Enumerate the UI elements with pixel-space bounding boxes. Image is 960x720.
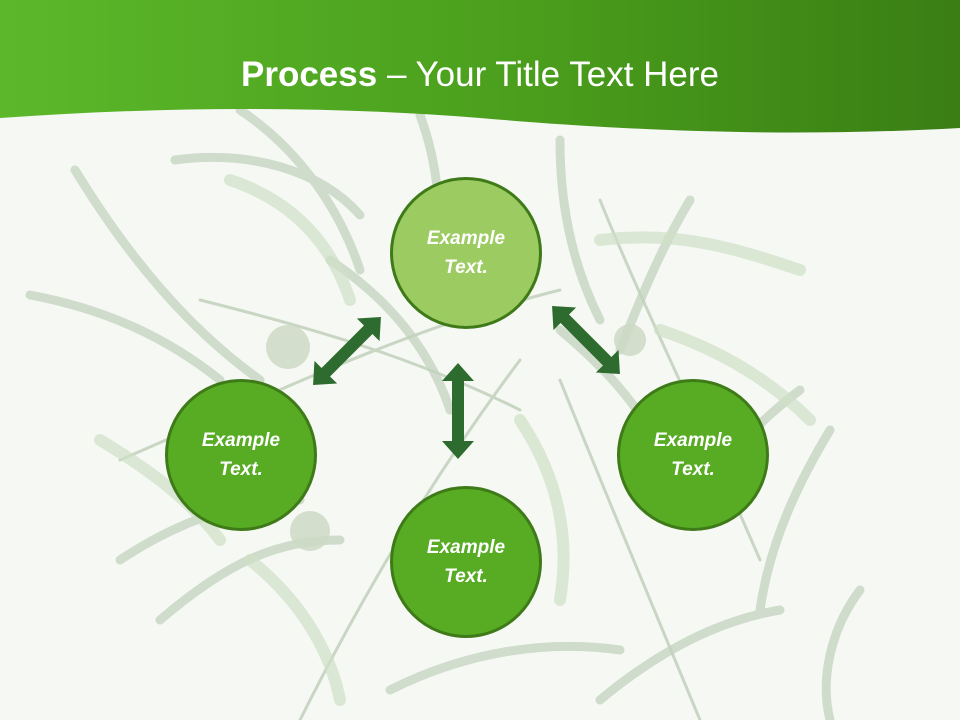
process-node-top: Example Text. bbox=[390, 177, 542, 329]
title-bold: Process bbox=[241, 55, 378, 94]
process-node-bottom: Example Text. bbox=[390, 486, 542, 638]
arrow-top-right bbox=[552, 306, 620, 374]
title-rest: – Your Title Text Here bbox=[377, 55, 719, 94]
arrow-center-vertical bbox=[442, 363, 474, 459]
slide-title: Process – Your Title Text Here bbox=[0, 52, 960, 98]
node-right-text: Example Text. bbox=[653, 430, 733, 480]
node-bottom-text: Example Text. bbox=[426, 537, 506, 587]
arrow-top-left bbox=[313, 317, 381, 385]
header-band bbox=[0, 0, 960, 133]
connector-arrows bbox=[313, 306, 620, 459]
process-node-left: Example Text. bbox=[165, 379, 317, 531]
node-top-text: Example Text. bbox=[426, 228, 506, 278]
process-node-right: Example Text. bbox=[617, 379, 769, 531]
node-left-text: Example Text. bbox=[201, 430, 281, 480]
